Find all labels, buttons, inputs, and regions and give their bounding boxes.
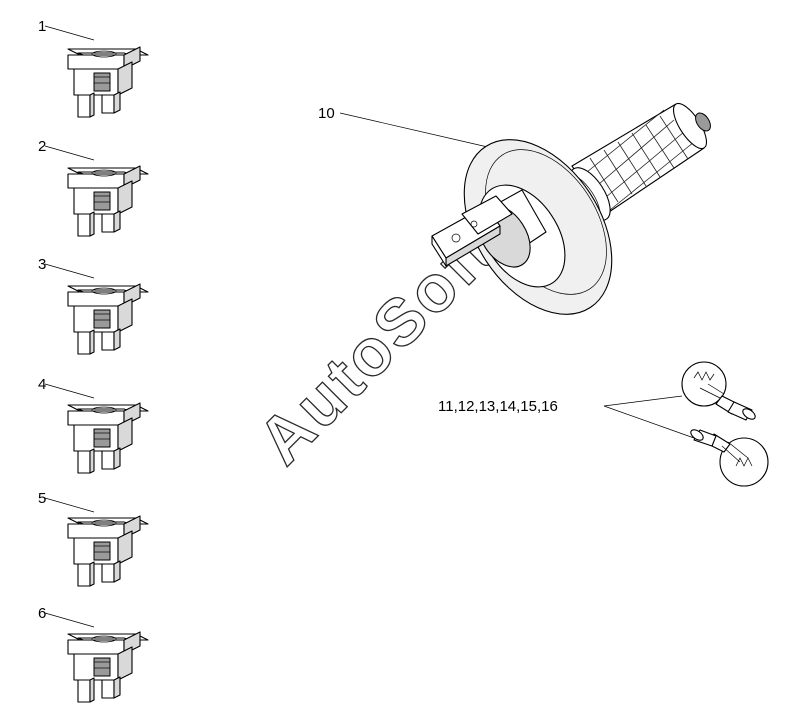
callout-label-2: 2 <box>38 138 46 155</box>
halogen-bulb: 10 <box>318 102 711 315</box>
fuse-4-icon <box>67 402 149 474</box>
small-bulbs: 11,12,13,14,15,16 <box>438 361 769 487</box>
callout-label-5: 5 <box>38 490 46 507</box>
callout-label-6: 6 <box>38 605 46 622</box>
fuse-6-icon <box>67 631 149 703</box>
small-bulb-lower-icon <box>690 429 769 487</box>
callout-label-4: 4 <box>38 376 46 393</box>
halogen-bulb-icon <box>431 102 711 315</box>
fuse-4: 4 <box>38 376 149 474</box>
fuse-3-icon <box>67 283 149 355</box>
fuse-5: 5 <box>38 490 149 587</box>
callout-label-3: 3 <box>38 256 46 273</box>
callout-label-10: 10 <box>318 105 335 122</box>
fuse-6: 6 <box>38 605 149 703</box>
fuse-1-icon <box>67 46 149 118</box>
callout-label-1: 1 <box>38 18 46 35</box>
fuse-1: 1 <box>38 18 149 118</box>
fuse-5-icon <box>67 515 149 587</box>
callout-label-11-16: 11,12,13,14,15,16 <box>438 398 558 415</box>
fuse-2-icon <box>67 165 149 237</box>
fuse-2: 2 <box>38 138 149 237</box>
small-bulb-upper-icon <box>681 361 756 421</box>
fuse-3: 3 <box>38 256 149 355</box>
